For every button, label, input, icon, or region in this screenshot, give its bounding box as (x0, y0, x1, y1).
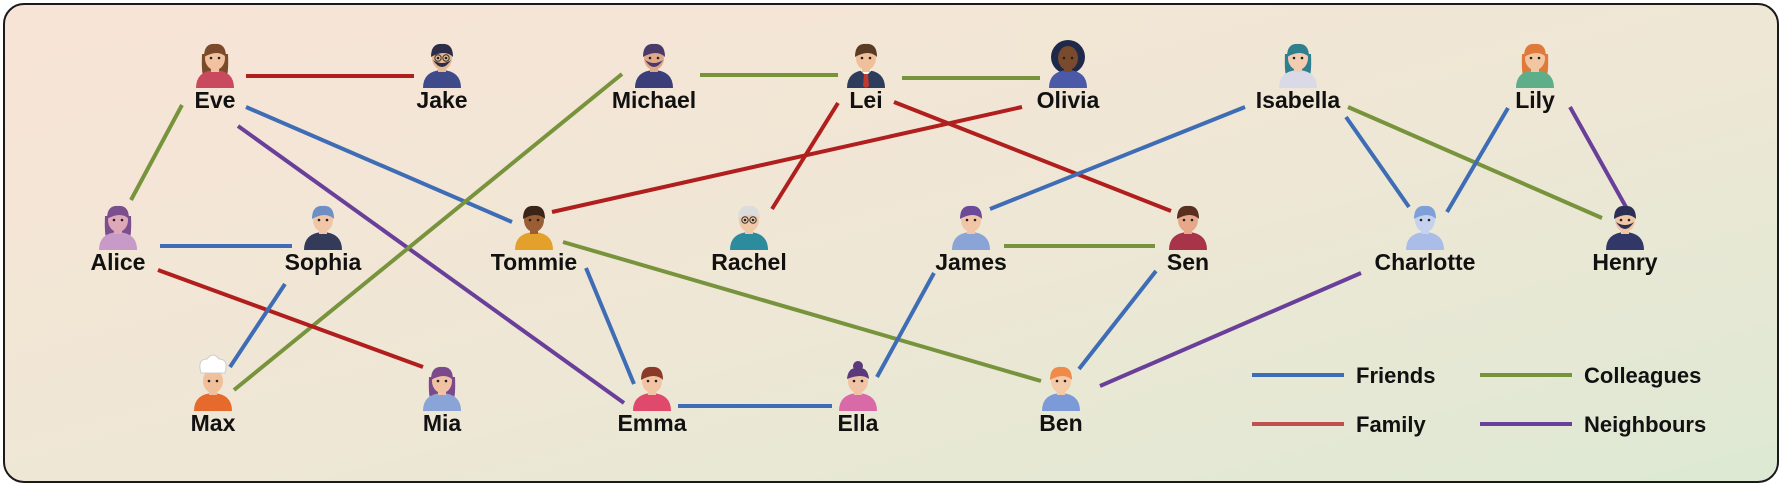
person-ben: Ben (1039, 366, 1083, 436)
relation-edge-isabella-james (989, 105, 1246, 211)
avatar-icon (952, 205, 990, 250)
person-henry: Henry (1592, 205, 1658, 275)
person-name-olivia: Olivia (1037, 87, 1100, 113)
person-name-max: Max (191, 410, 236, 436)
person-alice: Alice (91, 205, 146, 275)
relation-edge-michael-max (232, 72, 624, 392)
avatar-icon (515, 205, 553, 250)
avatar-icon (839, 361, 877, 411)
avatar-icon (304, 205, 342, 250)
person-name-emma: Emma (617, 410, 686, 436)
avatar-icon (196, 43, 234, 88)
legend-item-colleagues: Colleagues (1480, 363, 1701, 388)
person-name-isabella: Isabella (1256, 87, 1341, 113)
avatar-icon (1406, 205, 1444, 250)
avatar-icon (1606, 205, 1644, 250)
person-name-eve: Eve (195, 87, 236, 113)
avatar-icon (1279, 43, 1317, 88)
relation-edge-lei-sen (893, 100, 1172, 213)
avatar-icon (99, 205, 137, 250)
legend-item-friends: Friends (1252, 363, 1435, 388)
relation-edge-isabella-charlotte (1344, 115, 1411, 209)
avatar-icon (1042, 366, 1080, 411)
avatar-icon (847, 43, 885, 88)
relation-edge-tommie-ben (562, 240, 1042, 383)
legend-item-family: Family (1252, 412, 1426, 437)
person-charlotte: Charlotte (1375, 205, 1476, 275)
person-sen: Sen (1167, 205, 1209, 275)
person-ella: Ella (838, 361, 879, 436)
person-name-alice: Alice (91, 249, 146, 275)
people-layer: Eve Jake Michael Lei Olivia Isabella LilyAlice… (91, 40, 1658, 436)
relation-edge-james-ella (875, 272, 936, 378)
relation-edge-sen-ben (1077, 269, 1158, 371)
person-mia: Mia (423, 366, 462, 436)
relation-edge-lily-henry (1568, 106, 1628, 208)
avatar-icon (635, 43, 673, 88)
person-name-sen: Sen (1167, 249, 1209, 275)
relation-edge-lily-charlotte (1445, 106, 1510, 214)
avatar-icon (1049, 40, 1087, 88)
person-name-sophia: Sophia (285, 249, 362, 275)
person-isabella: Isabella (1256, 43, 1341, 113)
person-name-lei: Lei (849, 87, 882, 113)
person-name-henry: Henry (1592, 249, 1657, 275)
relation-edge-charlotte-ben (1099, 271, 1362, 388)
avatar-icon (423, 366, 461, 411)
diagram-frame (3, 3, 1779, 483)
person-rachel: Rachel (711, 205, 787, 275)
person-emma: Emma (617, 366, 687, 436)
person-olivia: Olivia (1037, 40, 1100, 113)
person-sophia: Sophia (285, 205, 362, 275)
legend-label: Family (1356, 412, 1426, 437)
person-name-charlotte: Charlotte (1375, 249, 1476, 275)
avatar-icon (423, 43, 461, 88)
person-name-ben: Ben (1039, 410, 1082, 436)
person-name-lily: Lily (1515, 87, 1555, 113)
avatar-icon (1516, 43, 1554, 88)
relation-edge-eve-emma (236, 124, 626, 405)
person-james: James (935, 205, 1007, 275)
person-name-ella: Ella (838, 410, 879, 436)
avatar-icon (194, 354, 232, 411)
person-name-james: James (935, 249, 1007, 275)
avatar-icon (633, 366, 671, 411)
person-name-michael: Michael (612, 87, 696, 113)
relation-edge-olivia-tommie (551, 105, 1023, 214)
person-name-tommie: Tommie (491, 249, 577, 275)
person-max: Max (191, 354, 236, 436)
relations-layer (129, 72, 1628, 408)
person-lei: Lei (847, 43, 885, 113)
person-tommie: Tommie (491, 205, 577, 275)
person-michael: Michael (612, 43, 696, 113)
person-eve: Eve (195, 43, 236, 113)
legend-label: Colleagues (1584, 363, 1701, 388)
person-name-jake: Jake (416, 87, 467, 113)
legend-label: Neighbours (1584, 412, 1706, 437)
relation-edge-sophia-max (228, 282, 287, 369)
legend-label: Friends (1356, 363, 1435, 388)
relation-edge-eve-tommie (245, 105, 513, 224)
person-name-rachel: Rachel (711, 249, 786, 275)
person-name-mia: Mia (423, 410, 462, 436)
relation-edge-eve-alice (129, 104, 184, 201)
person-jake: Jake (416, 43, 468, 113)
avatar-icon (1169, 205, 1207, 250)
avatar-icon (730, 205, 768, 250)
relation-edge-tommie-emma (584, 267, 636, 385)
relation-edge-alice-mia (157, 268, 424, 369)
legend-item-neighbours: Neighbours (1480, 412, 1706, 437)
person-lily: Lily (1515, 43, 1555, 113)
